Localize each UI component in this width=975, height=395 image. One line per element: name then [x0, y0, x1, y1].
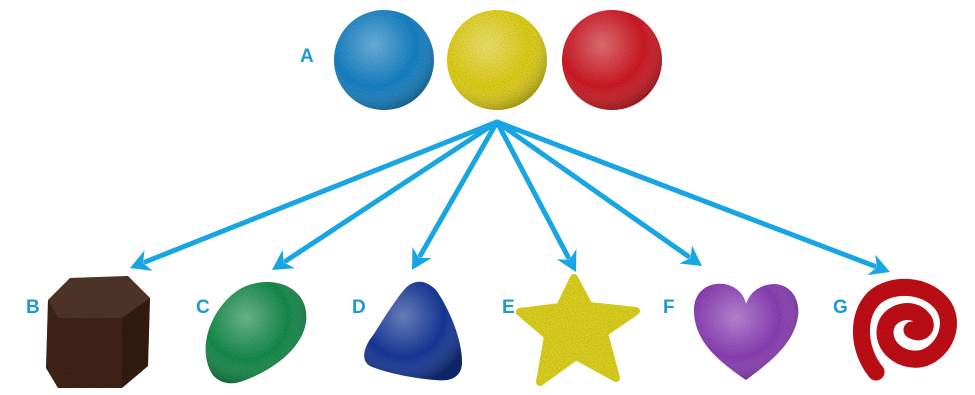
red-ball [562, 10, 662, 110]
label-b: B [26, 297, 40, 318]
label-c: C [196, 297, 210, 318]
yellow-ball [447, 10, 547, 110]
arrow-to-e [497, 122, 576, 272]
label-e: E [502, 297, 515, 318]
spiral-shape [861, 287, 948, 372]
heart-shape [694, 284, 798, 380]
arrow-to-d [412, 122, 497, 270]
label-d: D [352, 297, 366, 318]
egg-shape [206, 282, 307, 383]
arrows [130, 122, 890, 275]
blue-ball [334, 10, 434, 110]
triangle-shape [364, 282, 462, 381]
label-f: F [663, 297, 675, 318]
label-g: G [833, 297, 848, 318]
arrow-to-b [130, 122, 497, 271]
arrow-to-f [497, 122, 702, 266]
label-a: A [300, 46, 314, 67]
top-balls [334, 10, 662, 110]
cube-shape [46, 276, 150, 388]
star-shape [520, 278, 636, 382]
